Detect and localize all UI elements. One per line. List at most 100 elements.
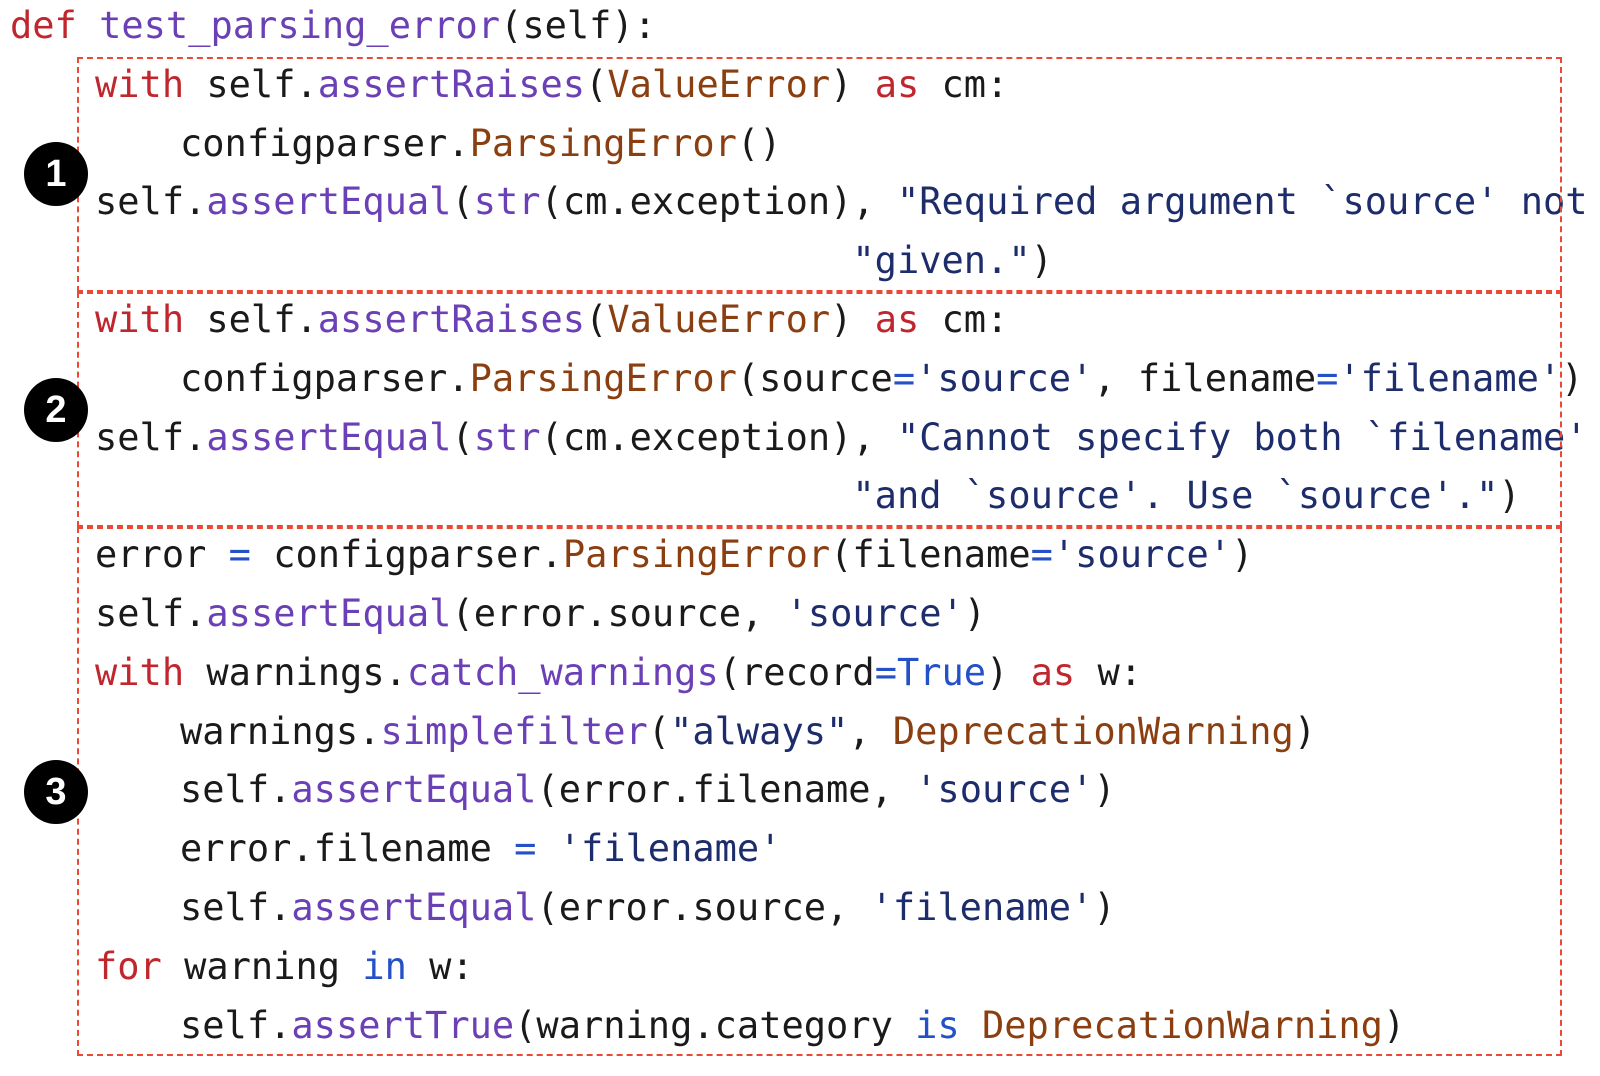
code-token: ( bbox=[585, 62, 608, 106]
code-token: ) bbox=[830, 298, 875, 341]
code-token: True bbox=[896, 650, 987, 694]
code-token: (warning.category bbox=[514, 1003, 916, 1047]
code-token: , bbox=[848, 709, 893, 753]
code-token: self. bbox=[95, 415, 207, 459]
code-token: "Required argument `source' not " bbox=[896, 180, 1600, 224]
code-token: ) bbox=[986, 650, 1031, 694]
code-token: (record bbox=[718, 650, 875, 694]
code-token: self. bbox=[180, 886, 292, 929]
code-token: ( bbox=[451, 415, 474, 459]
code-line: "and `source'. Use `source'.") bbox=[95, 466, 1521, 525]
code-token: assertEqual bbox=[206, 180, 452, 224]
code-token: (cm.exception), bbox=[540, 415, 897, 459]
code-token: assertRaises bbox=[317, 298, 586, 341]
code-token: ) bbox=[963, 592, 987, 635]
code-token: (error.source, bbox=[536, 886, 871, 929]
code-token: "Cannot specify both `filename' " bbox=[896, 415, 1600, 459]
code-token: (source bbox=[736, 356, 893, 400]
code-token: assertTrue bbox=[291, 1003, 515, 1047]
code-token: assertEqual bbox=[206, 415, 452, 459]
code-token: = bbox=[1316, 356, 1339, 400]
code-token: self. bbox=[180, 768, 292, 812]
code-token: ( bbox=[647, 709, 671, 753]
code-token: cm: bbox=[919, 298, 1009, 341]
code-token: 'source' bbox=[785, 592, 964, 635]
code-line: configparser.ParsingError(source='source… bbox=[180, 349, 1583, 408]
code-token: ParsingError bbox=[562, 533, 831, 577]
code-token: str bbox=[473, 180, 541, 224]
code-token: ( bbox=[585, 298, 608, 341]
code-token: ) bbox=[1093, 768, 1116, 812]
code-token: in bbox=[362, 944, 407, 988]
code-token: simplefilter bbox=[380, 709, 648, 753]
code-token: 'source' bbox=[1052, 533, 1232, 577]
code-token: configparser. bbox=[250, 533, 563, 577]
code-token: self. bbox=[184, 62, 318, 106]
code-token: ) bbox=[1561, 356, 1584, 400]
code-token: warnings. bbox=[184, 650, 407, 694]
code-token: warning bbox=[161, 944, 363, 988]
code-token: ParsingError bbox=[469, 356, 737, 400]
block-box-3 bbox=[77, 527, 1562, 1057]
code-token: assertEqual bbox=[291, 768, 537, 812]
code-token: configparser. bbox=[180, 356, 470, 400]
code-token: catch_warnings bbox=[406, 650, 719, 694]
code-token: (self): bbox=[500, 4, 657, 47]
code-token: (cm.exception), bbox=[540, 180, 897, 224]
code-line: self.assertEqual(error.filename, 'source… bbox=[180, 760, 1116, 819]
code-token: "given." bbox=[852, 239, 1031, 283]
code-token: w: bbox=[1075, 650, 1143, 694]
code-token: ) bbox=[1293, 709, 1317, 753]
block-box-2 bbox=[77, 292, 1562, 528]
code-line: error = configparser.ParsingError(filena… bbox=[95, 525, 1253, 584]
code-token: for bbox=[95, 944, 162, 988]
code-line: error.filename = 'filename' bbox=[180, 819, 781, 878]
code-token: 'filename' bbox=[558, 827, 782, 871]
code-line: self.assertEqual(error.source, 'source') bbox=[95, 584, 986, 643]
code-token: ValueError bbox=[607, 62, 831, 106]
code-token: 'source' bbox=[915, 356, 1094, 400]
code-token: error.filename bbox=[180, 827, 515, 871]
code-line: with self.assertRaises(ValueError) as cm… bbox=[95, 55, 1008, 114]
code-token: = bbox=[892, 356, 916, 400]
code-token: "and `source'. Use `source'." bbox=[852, 474, 1499, 518]
code-line: with self.assertRaises(ValueError) as cm… bbox=[95, 290, 1008, 349]
code-token: self. bbox=[95, 592, 207, 635]
code-token: () bbox=[736, 121, 782, 165]
code-token: ValueError bbox=[607, 298, 831, 341]
code-token: ) bbox=[1030, 239, 1053, 283]
code-token: = bbox=[1030, 533, 1053, 577]
code-token: = bbox=[228, 533, 251, 577]
code-token: ) bbox=[1498, 474, 1521, 518]
code-line: for warning in w: bbox=[95, 937, 474, 996]
code-line: self.assertTrue(warning.category is Depr… bbox=[180, 996, 1405, 1055]
code-token: ParsingError bbox=[469, 121, 737, 165]
code-token: str bbox=[473, 415, 541, 459]
code-token: ) bbox=[1382, 1003, 1406, 1047]
code-token: "always" bbox=[670, 709, 849, 753]
code-token: DeprecationWarning bbox=[981, 1003, 1383, 1047]
code-line: self.assertEqual(error.source, 'filename… bbox=[180, 878, 1116, 937]
code-token: self. bbox=[184, 298, 318, 341]
code-token: with bbox=[95, 62, 185, 106]
code-token: ) bbox=[830, 62, 875, 106]
code-token: 'filename' bbox=[1338, 356, 1562, 400]
code-token: configparser. bbox=[180, 121, 470, 165]
code-token: as bbox=[874, 298, 920, 341]
code-token: with bbox=[95, 650, 185, 694]
code-token: assertRaises bbox=[317, 62, 586, 106]
code-token: ( bbox=[451, 180, 474, 224]
code-line: def test_parsing_error(self): bbox=[10, 0, 656, 55]
code-line: self.assertEqual(str(cm.exception), "Can… bbox=[95, 408, 1600, 467]
block-box-1 bbox=[77, 56, 1562, 292]
code-token: as bbox=[1030, 650, 1076, 694]
code-token: ) bbox=[1093, 886, 1116, 929]
block-number-badge: 2 bbox=[24, 377, 88, 442]
code-token: warnings. bbox=[180, 709, 381, 753]
code-token: , filename bbox=[1093, 356, 1317, 400]
code-token: w: bbox=[406, 944, 474, 988]
code-token: def bbox=[10, 4, 77, 47]
code-line: self.assertEqual(str(cm.exception), "Req… bbox=[95, 172, 1600, 231]
code-line: "given.") bbox=[95, 231, 1053, 290]
